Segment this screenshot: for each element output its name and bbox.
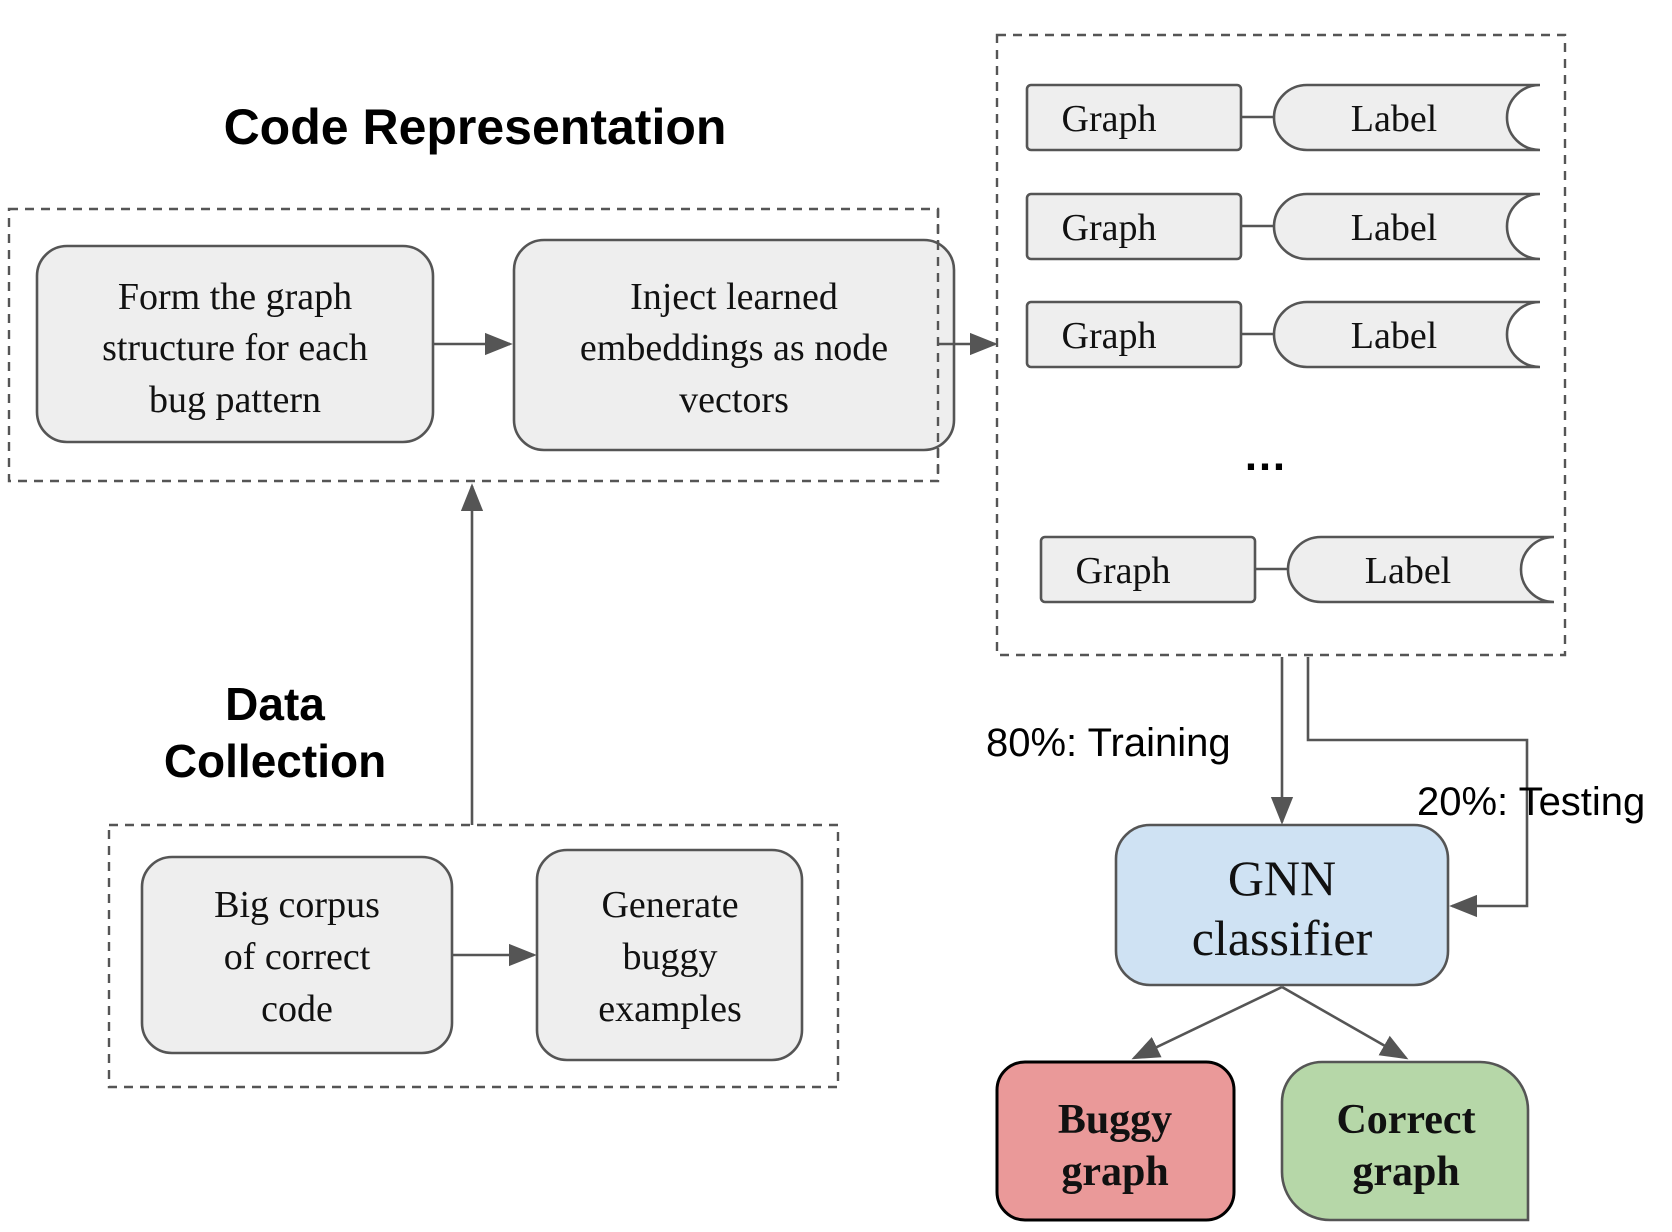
dataset-group bbox=[995, 33, 1567, 657]
generate-buggy-label-1: Generate bbox=[601, 884, 738, 926]
code-representation-title: Code Representation bbox=[224, 99, 727, 155]
graph-text: Graph bbox=[1062, 315, 1157, 357]
arrow-to-correct bbox=[1281, 985, 1409, 1060]
label-cell bbox=[1272, 192, 1541, 261]
form-graph-node: Form the graph structure for each bug pa… bbox=[35, 244, 435, 444]
label-text: Label bbox=[1365, 550, 1452, 592]
big-corpus-label-3: code bbox=[261, 988, 333, 1030]
graph-label-pair: Graph Label bbox=[1025, 300, 1541, 369]
buggy-label-2: graph bbox=[1061, 1149, 1168, 1195]
arrow-to-buggy bbox=[1131, 985, 1283, 1060]
correct-label-1: Correct bbox=[1336, 1097, 1475, 1143]
correct-graph-node: Correct graph bbox=[1280, 1060, 1530, 1222]
big-corpus-label-1: Big corpus bbox=[214, 884, 380, 926]
label-cell bbox=[1272, 300, 1541, 369]
form-graph-label-2: structure for each bbox=[102, 327, 368, 369]
data-collection-title-2: Collection bbox=[164, 735, 386, 787]
inject-embeddings-node: Inject learned embeddings as node vector… bbox=[512, 238, 956, 452]
graph-text: Graph bbox=[1062, 207, 1157, 249]
form-graph-label-3: bug pattern bbox=[149, 379, 321, 421]
big-corpus-label-2: of correct bbox=[224, 936, 371, 978]
inject-embeddings-label-1: Inject learned bbox=[630, 276, 838, 318]
data-collection-title-1: Data bbox=[225, 678, 325, 730]
buggy-label-1: Buggy bbox=[1058, 1097, 1172, 1143]
generate-buggy-node: Generate buggy examples bbox=[535, 848, 804, 1062]
buggy-graph-node: Buggy graph bbox=[995, 1060, 1236, 1222]
generate-buggy-label-3: examples bbox=[598, 988, 742, 1030]
label-cell bbox=[1272, 83, 1541, 152]
training-label: 80%: Training bbox=[986, 721, 1231, 765]
classifier-label-1: GNN bbox=[1228, 850, 1336, 906]
arrow-testing bbox=[1306, 657, 1529, 918]
graph-text: Graph bbox=[1062, 98, 1157, 140]
label-text: Label bbox=[1351, 315, 1438, 357]
big-corpus-node: Big corpus of correct code bbox=[140, 855, 454, 1055]
testing-label: 20%: Testing bbox=[1417, 780, 1645, 824]
generate-buggy-label-2: buggy bbox=[623, 936, 718, 978]
classifier-label-2: classifier bbox=[1192, 910, 1373, 966]
label-text: Label bbox=[1351, 98, 1438, 140]
graph-text: Graph bbox=[1076, 550, 1171, 592]
label-text: Label bbox=[1351, 207, 1438, 249]
graph-label-pair: Graph Label bbox=[1039, 535, 1555, 604]
inject-embeddings-label-2: embeddings as node bbox=[580, 327, 888, 369]
graph-label-pair: Graph Label bbox=[1025, 192, 1541, 261]
form-graph-label-1: Form the graph bbox=[118, 276, 352, 318]
ellipsis: … bbox=[1243, 431, 1287, 480]
correct-label-2: graph bbox=[1352, 1149, 1459, 1195]
label-cell bbox=[1286, 535, 1555, 604]
inject-embeddings-label-3: vectors bbox=[679, 379, 789, 421]
graph-label-pair: Graph Label bbox=[1025, 83, 1541, 152]
gnn-classifier-node: GNN classifier bbox=[1114, 823, 1450, 987]
